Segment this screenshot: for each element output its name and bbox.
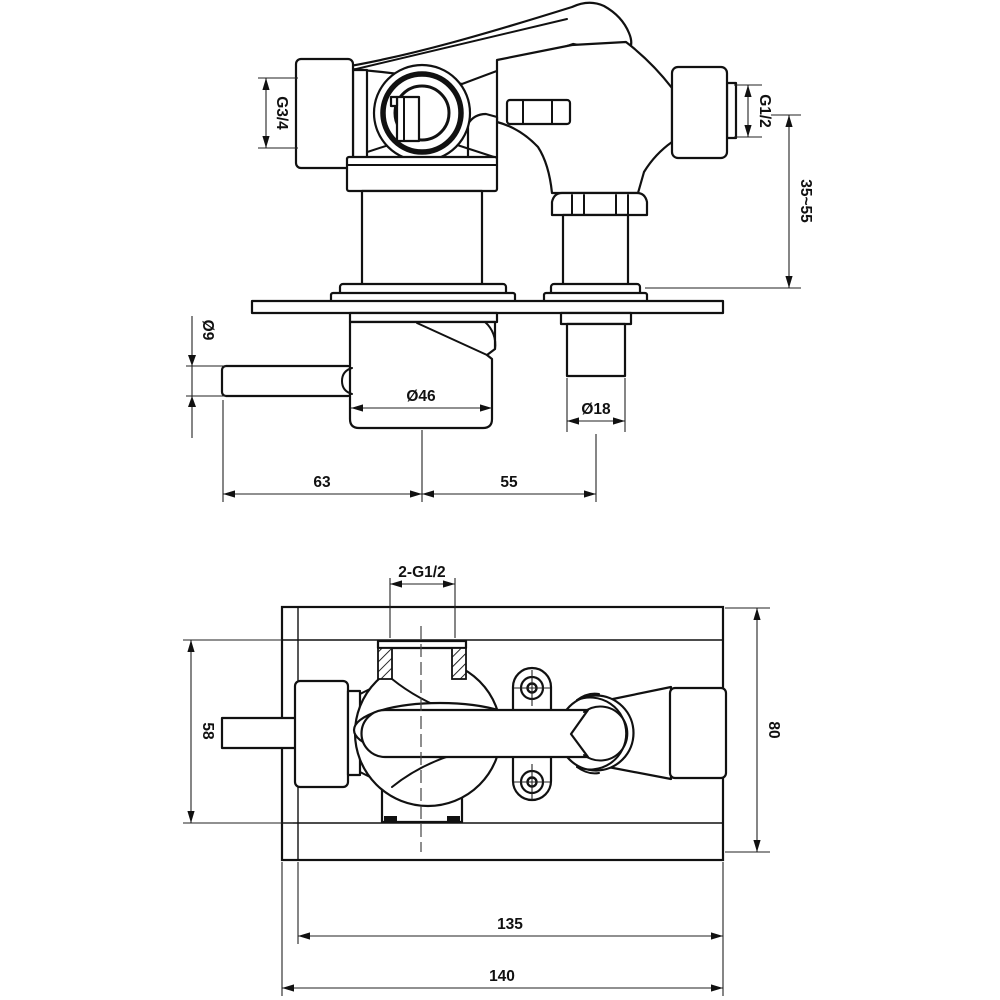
valve-right-body: [495, 40, 674, 195]
body-collar: [345, 155, 499, 193]
outlet-riser-pipe: [561, 213, 630, 288]
dim-label-depth: 58: [199, 722, 216, 740]
dim-label-width-inner: 135: [497, 916, 523, 933]
front-dimensions: G3/4 G1/2 35~55 Ø9 Ø46 Ø18: [186, 77, 814, 502]
body-window-detail: [505, 98, 572, 126]
dim-label-dist-right: 55: [500, 474, 518, 491]
right-shoulder-block: [466, 112, 499, 160]
escutcheon-body: [341, 311, 499, 430]
plan-g34-cap: [293, 679, 350, 789]
dim-label-g12: G1/2: [756, 94, 773, 128]
outlet-nut: [550, 191, 649, 217]
body-cylinder: [360, 189, 484, 288]
front-view: G3/4 G1/2 35~55 Ø9 Ø46 Ø18: [186, 1, 814, 502]
dim-label-body-dia: Ø46: [406, 388, 436, 405]
g34-inlet-fitting: [294, 57, 369, 170]
plan-g12-cap: [668, 686, 728, 780]
screw-top: [514, 670, 550, 706]
plan-view: 2-G1/2 58 80 135 140: [183, 564, 782, 996]
cartridge-circle: [372, 63, 472, 163]
plan-dimensions: 2-G1/2 58 80 135 140: [183, 564, 782, 996]
lower-outlet-pipe: [559, 311, 633, 378]
plan-inlet-fitting: [376, 639, 468, 788]
dim-label-handle-dia: Ø9: [199, 320, 216, 341]
ball-joint-crescent: [576, 692, 629, 775]
plan-handle-stub: [220, 716, 299, 750]
dim-label-dist-left: 63: [313, 474, 331, 491]
dim-label-inlets: 2-G1/2: [398, 564, 445, 581]
handle-lever-bar: [220, 364, 354, 398]
g12-outlet-fitting: [670, 65, 738, 160]
plan-handle-bar: [360, 708, 590, 759]
dim-label-width-outer: 140: [489, 968, 515, 985]
dim-label-pipe-dia: Ø18: [581, 401, 611, 418]
dim-label-box-height: 80: [765, 721, 782, 738]
screw-bottom: [514, 764, 550, 800]
dim-label-install-depth: 35~55: [797, 179, 814, 223]
dim-label-g34: G3/4: [273, 96, 290, 130]
wall-plate: [250, 299, 725, 315]
